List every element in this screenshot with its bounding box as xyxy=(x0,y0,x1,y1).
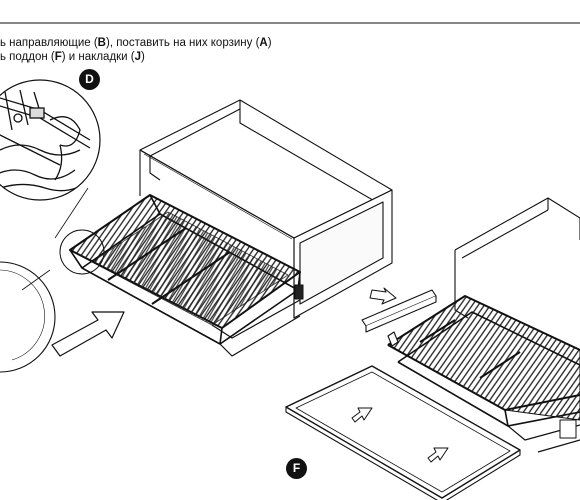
instruction-text: ) xyxy=(267,37,272,49)
detail-view-d xyxy=(0,79,101,201)
push-arrow xyxy=(51,311,125,357)
part-label-a: A xyxy=(259,37,268,49)
instruction-text: ь поддон ( xyxy=(0,51,55,63)
tray-f xyxy=(285,365,521,500)
tray-arrows xyxy=(351,407,449,463)
rail-piece xyxy=(361,289,437,347)
callout-d-badge: D xyxy=(79,69,100,90)
instruction-line-2: ь поддон (F) и накладки (J) xyxy=(0,50,145,64)
instruction-text: ) и накладки ( xyxy=(61,51,135,63)
callout-f-badge: F xyxy=(286,458,307,479)
right-basket xyxy=(387,295,580,453)
detail-marker-circle xyxy=(59,229,105,275)
instruction-text: ) xyxy=(141,51,145,63)
main-basket xyxy=(69,194,304,357)
main-cabinet xyxy=(139,99,393,319)
zoom-circle-fragment xyxy=(0,261,56,373)
rail-arrow xyxy=(369,287,397,305)
part-label-j: J xyxy=(134,51,142,63)
part-label-f: F xyxy=(54,51,62,63)
instruction-text: ь направляющие ( xyxy=(0,37,98,49)
instruction-line-1: ь направляющие (B), поставить на них кор… xyxy=(0,36,272,50)
instruction-text: ), поставить на них корзину ( xyxy=(105,37,260,49)
part-label-b: B xyxy=(97,37,106,49)
